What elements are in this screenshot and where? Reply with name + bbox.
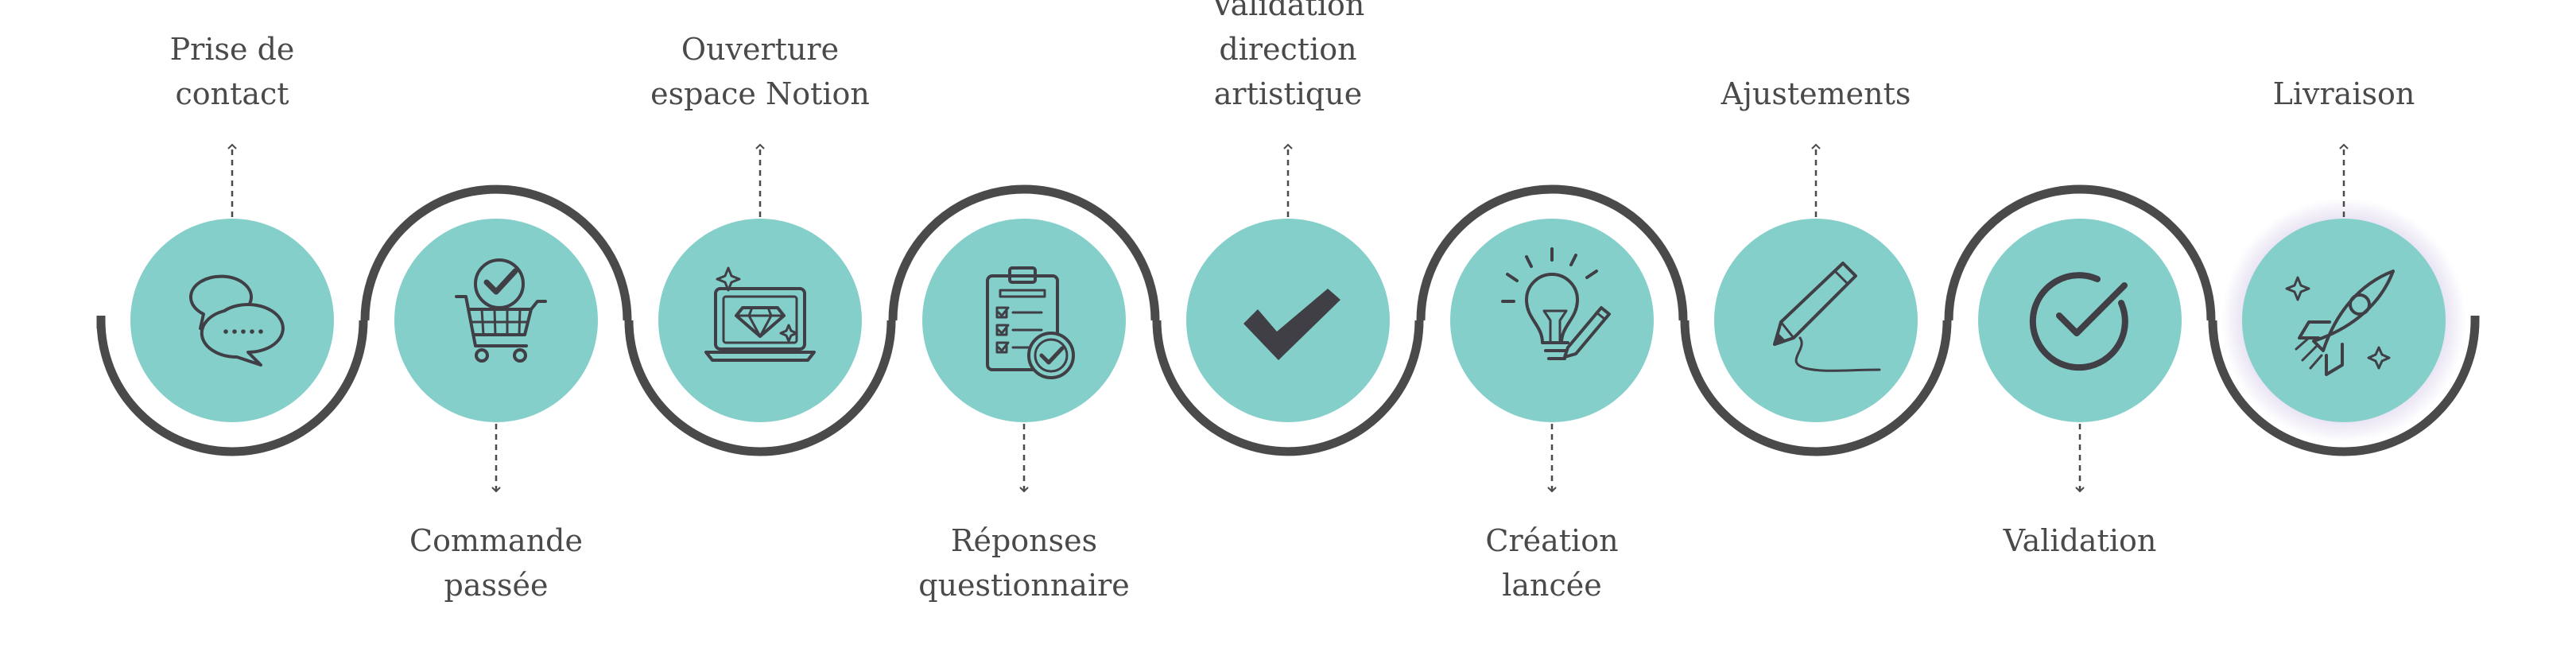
step-1: [130, 219, 334, 422]
step-4: [922, 219, 1126, 422]
step-3: [658, 219, 862, 422]
step-circle: [1450, 219, 1654, 422]
step-label-line: passée: [444, 568, 549, 603]
step-circle: [1186, 219, 1390, 422]
step-label-line: Validation: [2003, 523, 2157, 558]
step-7: [1714, 219, 1918, 422]
laptop-diamond-icon: [704, 266, 816, 362]
pencil-signature-icon: [1773, 262, 1881, 372]
step-label: Prise de contact: [81, 27, 383, 116]
step-label-line: questionnaire: [918, 568, 1130, 603]
step-label-line: Livraison: [2272, 76, 2415, 111]
step-label: Ouverture espace Notion: [609, 27, 911, 116]
step-label-line: Ajustements: [1721, 76, 1911, 111]
step-2: [394, 219, 598, 422]
step-9: [2221, 198, 2466, 443]
step-label: Ajustements: [1665, 72, 1967, 116]
step-label: Réponses questionnaire: [873, 518, 1175, 607]
step-label-line: Ouverture: [681, 32, 840, 67]
step-circle: [2242, 219, 2446, 422]
step-label: Commande passée: [345, 518, 647, 607]
step-8: [1978, 219, 2182, 422]
step-circle: [1714, 219, 1918, 422]
step-label-line: Création: [1485, 523, 1619, 558]
step-circle: [922, 219, 1126, 422]
step-label-line: artistique: [1213, 76, 1363, 111]
rocket-icon: [2285, 270, 2395, 376]
step-label-line: Prise de: [169, 32, 295, 67]
step-label-line: Validation: [1211, 0, 1365, 22]
chat-bubbles-icon: [189, 274, 285, 367]
step-label: Validation direction artistique: [1137, 0, 1439, 116]
step-label-line: Commande: [409, 523, 583, 558]
serpentine-track: [96, 184, 2480, 456]
step-label-line: Réponses: [950, 523, 1098, 558]
step-label-line: espace Notion: [650, 76, 870, 111]
step-6: [1450, 219, 1654, 422]
shopping-cart-check-icon: [455, 258, 547, 363]
step-circle: [1978, 219, 2182, 422]
step-label-line: contact: [175, 76, 289, 111]
step-label: Création lancée: [1401, 518, 1703, 607]
lightbulb-pencil-icon: [1501, 247, 1611, 360]
step-5: [1186, 219, 1390, 422]
step-label: Validation: [1929, 518, 2231, 563]
step-circle: [394, 219, 598, 422]
clipboard-checklist-icon: [986, 266, 1075, 379]
checkmark-icon: [1243, 289, 1340, 360]
step-label-line: direction: [1219, 32, 1357, 67]
step-label: Livraison: [2193, 72, 2495, 116]
step-circle: [658, 219, 862, 422]
step-label-line: lancée: [1502, 568, 1602, 603]
circle-check-icon: [2029, 272, 2128, 371]
